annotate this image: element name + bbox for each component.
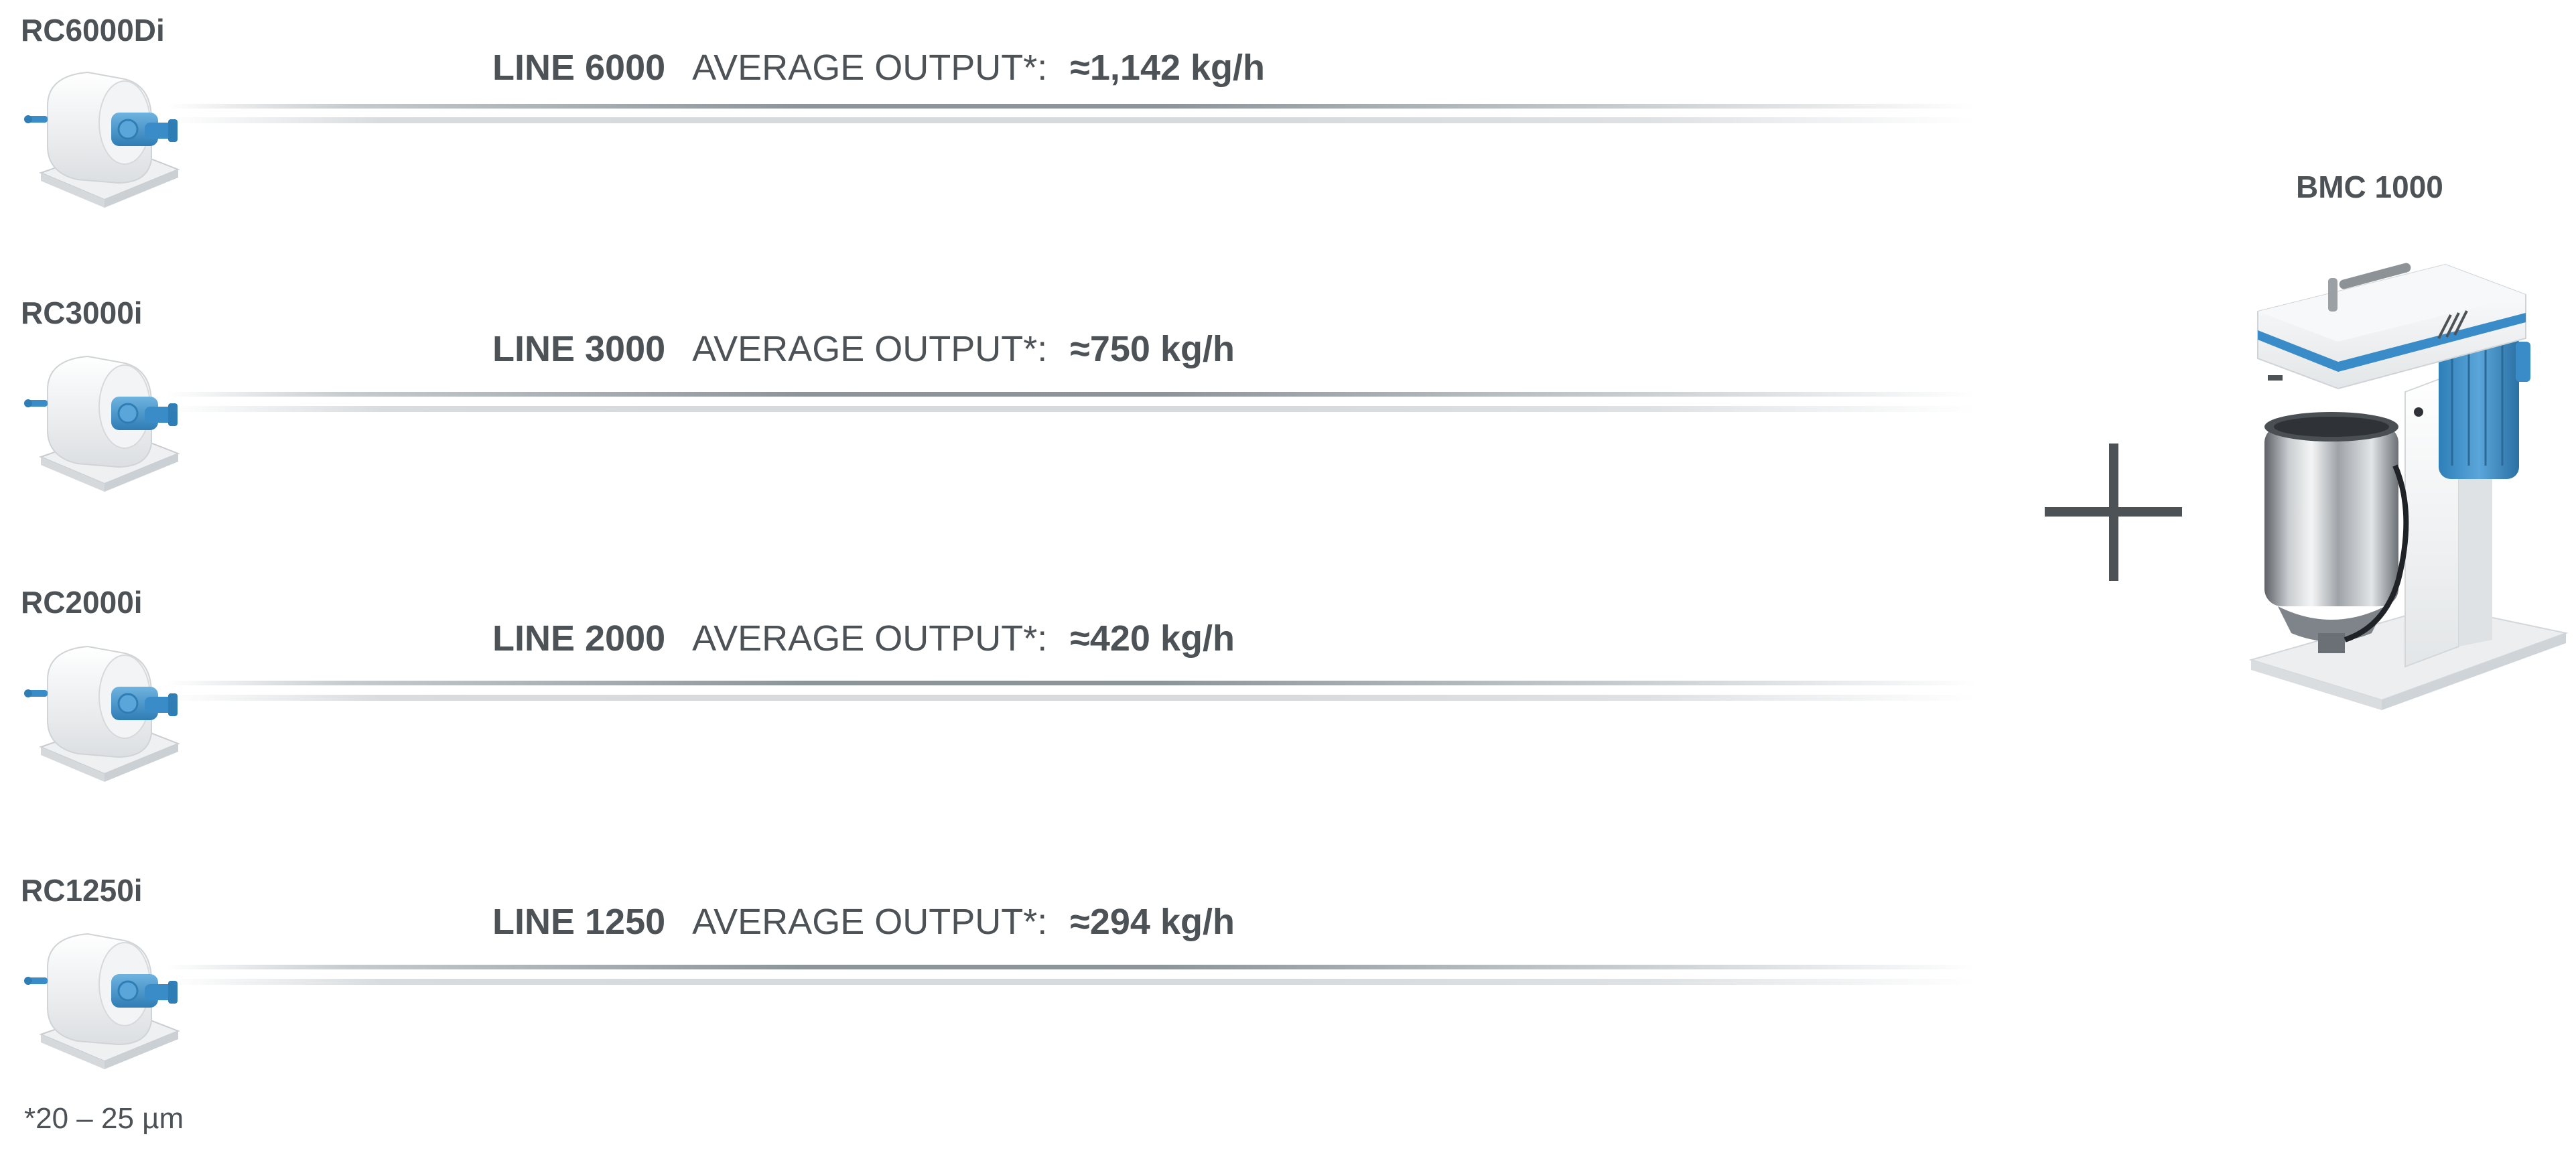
line-3000-streak <box>167 392 1976 397</box>
output-label: AVERAGE OUTPUT*: <box>692 618 1048 659</box>
machine-label-rc2000i: RC2000i <box>21 585 143 620</box>
line-name: LINE 3000 <box>492 329 666 369</box>
line-3000-text: LINE 3000 AVERAGE OUTPUT*: ≈750 kg/h <box>492 328 1235 370</box>
line-6000-text: LINE 6000 AVERAGE OUTPUT*: ≈1,142 kg/h <box>492 47 1265 88</box>
bmc-1000-label: BMC 1000 <box>2296 169 2443 204</box>
output-value: ≈294 kg/h <box>1070 902 1235 942</box>
line-6000-streak-light <box>167 117 1976 123</box>
footnote: *20 – 25 µm <box>24 1102 184 1135</box>
line-1250-text: LINE 1250 AVERAGE OUTPUT*: ≈294 kg/h <box>492 901 1235 943</box>
output-value: ≈750 kg/h <box>1070 329 1235 369</box>
line-name: LINE 1250 <box>492 902 666 942</box>
machine-label-rc3000i: RC3000i <box>21 295 143 330</box>
line-6000-streak <box>167 104 1976 109</box>
output-label: AVERAGE OUTPUT*: <box>692 902 1048 942</box>
line-1250-streak <box>167 965 1976 969</box>
plus-icon <box>2045 444 2182 581</box>
line-1250-streak-light <box>167 979 1976 985</box>
line-2000-text: LINE 2000 AVERAGE OUTPUT*: ≈420 kg/h <box>492 618 1235 659</box>
machine-label-rc6000di: RC6000Di <box>21 13 165 48</box>
machine-label-rc1250i: RC1250i <box>21 873 143 908</box>
line-2000-streak-light <box>167 695 1976 701</box>
output-label: AVERAGE OUTPUT*: <box>692 329 1048 369</box>
line-3000-streak-light <box>167 406 1976 412</box>
refiner-conche-rc6000di-image <box>24 71 180 209</box>
refiner-conche-rc3000i-image <box>24 355 180 493</box>
line-2000-streak <box>167 681 1976 685</box>
refiner-conche-rc1250i-image <box>24 933 180 1071</box>
output-label: AVERAGE OUTPUT*: <box>692 48 1048 88</box>
output-value: ≈1,142 kg/h <box>1070 48 1266 88</box>
ball-mill-bmc-1000-image <box>2248 263 2569 710</box>
line-name: LINE 2000 <box>492 618 666 659</box>
output-value: ≈420 kg/h <box>1070 618 1235 659</box>
line-name: LINE 6000 <box>492 48 666 88</box>
refiner-conche-rc2000i-image <box>24 645 180 783</box>
